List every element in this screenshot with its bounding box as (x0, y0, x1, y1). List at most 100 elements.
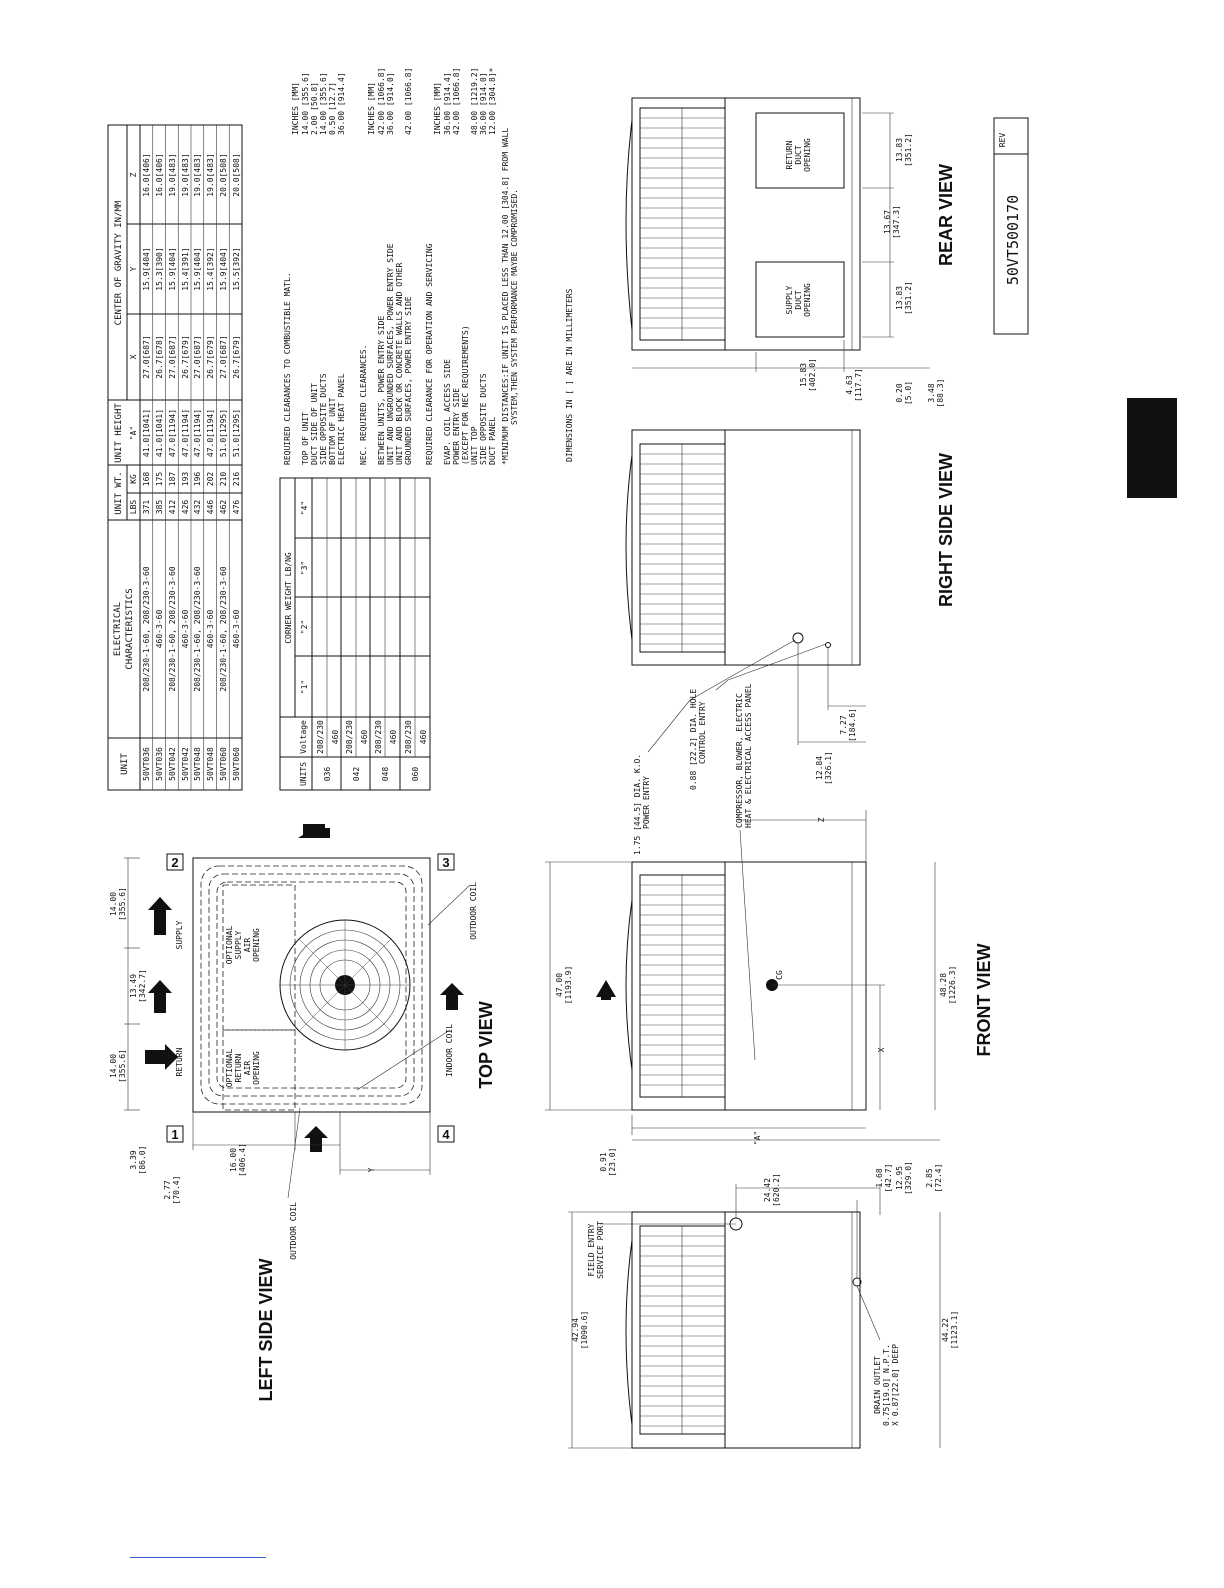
clearance-value: 14.00 [355.6] (319, 72, 328, 135)
cell: 19.0[483] (206, 153, 215, 196)
cell: 27.0[687] (193, 335, 202, 378)
label-line: SUPPLY (234, 930, 243, 959)
cell: 371 (142, 500, 151, 515)
label-line: OPTIONAL (225, 926, 234, 965)
dim-value: 0.20 (895, 383, 904, 402)
cell: 15.9[404] (193, 247, 202, 290)
clearance-title-3: REQUIRED CLEARANCE FOR OPERATION AND SER… (425, 243, 434, 465)
cell: 193 (181, 472, 190, 487)
return-arrow-icon (145, 1044, 178, 1070)
corner-badge-3 (437, 853, 455, 871)
corner-badge-2 (166, 853, 184, 871)
label-line: 0.75[19.0] N.P.T. (882, 1344, 891, 1426)
supply-label: SUPPLY (175, 920, 184, 949)
table-row: 50VT042 208/230-1-60, 208/230-3-60 412 1… (168, 153, 177, 781)
clearance-item: (EXCEPT FOR NEC REQUIREMENTS) (461, 325, 470, 465)
cell: 036 (323, 767, 332, 782)
label-line: OPTIONAL (225, 1049, 234, 1088)
label-line: AIR (243, 1061, 252, 1076)
left-side-view: 42.94 [1090.6] FIELD ENTRY SERVICE PORT … (568, 1161, 959, 1449)
label-line: RETURN (234, 1053, 243, 1082)
outdoor-coil-label-top: OUTDOOR COIL (469, 882, 478, 940)
cell: 47.0[1194] (181, 409, 190, 457)
label-line: DUCT (794, 290, 803, 309)
optional-supply-label: OPTIONAL SUPPLY AIR OPENING (225, 926, 261, 965)
cell: 41.0[1041] (155, 409, 164, 457)
cell: 51.0[1295] (232, 409, 241, 457)
table-row: 50VT036 460-3-60 385 175 41.0[1041] 26.7… (155, 153, 164, 781)
cell: 476 (232, 500, 241, 515)
dim-value: [406.4] (238, 1143, 247, 1177)
cell: 460 (389, 730, 398, 745)
clearance-item: EVAP. COIL ACCESS SIDE (443, 359, 452, 465)
cg-label: CG (775, 970, 784, 980)
top-view: 2 1 3 4 SUPPLY RETURN OPTIONAL SUPPLY AI… (109, 824, 478, 1260)
cell: 19.0[483] (168, 153, 177, 196)
dim-value: [88.3] (936, 379, 945, 408)
clearance-value: 42.00 [1066.8] (377, 68, 386, 135)
cell: 50VT042 (181, 747, 190, 781)
cell: 385 (155, 500, 164, 515)
table-row: 50VT036 208/230-1-60, 208/230-3-60 371 1… (142, 153, 151, 781)
label-line: OPENING (803, 138, 812, 172)
dim-value: 14.00 (109, 1054, 118, 1078)
drawing-number: 50VT500170 (1004, 195, 1022, 285)
airflow-arrow-icon (303, 824, 325, 838)
return-label: RETURN (175, 1047, 184, 1076)
dim-value: 4.63 (845, 375, 854, 394)
top-view-title: TOP VIEW (476, 1001, 496, 1088)
label-line: POWER ENTRY (642, 776, 651, 829)
left-side-view-title: LEFT SIDE VIEW (256, 1258, 276, 1401)
airflow-arrow-icon (440, 983, 464, 1010)
cell: 50VT060 (232, 747, 241, 781)
label-line: 0.88 [22.2] DIA. HOLE (689, 689, 698, 790)
cell: 460 (360, 730, 369, 745)
hdr-cg: CENTER OF GRAVITY IN/MM (114, 200, 124, 325)
cell: 15.3[390] (155, 247, 164, 290)
label-line: 1.75 [44.5] DIA. K.O. (633, 754, 642, 855)
cell: 175 (155, 472, 164, 487)
cell: 26.7[679] (181, 335, 190, 378)
cell: 20.0[508] (219, 153, 228, 196)
unit-data-table: UNIT ELECTRICAL CHARACTERISTICS UNIT WT.… (107, 124, 243, 791)
clearance-value: 36.00 [914.0] (479, 72, 488, 135)
clearance-value: 0.50 [12.7] (328, 82, 337, 135)
dim-value: [351.2] (904, 133, 913, 167)
clearance-value: 14.00 [355.6] (301, 72, 310, 135)
dim-value: 47.00 (555, 973, 564, 997)
footer-rule (130, 1557, 266, 1558)
dim-value: [347.3] (892, 205, 901, 239)
label-line: FIELD ENTRY (587, 1223, 596, 1276)
dim-value: 1.68 (875, 1168, 884, 1187)
hdr-kg: KG (129, 474, 138, 484)
cell: 26.7[679] (232, 335, 241, 378)
label-line: X 0.87[22.0] DEEP (891, 1344, 900, 1426)
clearance-value: 36.00 [914.0] (386, 72, 395, 135)
min-distance-note-2: SYSTEM,THEN SYSTEM PERFORMANCE MAYBE COM… (510, 189, 519, 425)
airflow-arrow-icon (596, 980, 616, 1000)
front-view-title: FRONT VIEW (974, 943, 994, 1056)
optional-return-opening (222, 1029, 296, 1111)
cell: 15.5[392] (232, 247, 241, 290)
clearance-item: POWER ENTRY SIDE (452, 388, 461, 465)
cell: 26.7[679] (206, 335, 215, 378)
cell: 15.9[404] (168, 247, 177, 290)
cell: 460-3-60 (232, 610, 241, 649)
dim-value: [184.6] (848, 708, 857, 742)
dimension-note: DIMENSIONS IN [ ] ARE IN MILLIMETERS (565, 288, 574, 462)
cell: 15.9[404] (142, 247, 151, 290)
table-row: 50VT048 460-3-60 446 202 47.0[1194] 26.7… (206, 153, 215, 781)
hdr-elec-2: CHARACTERISTICS (125, 588, 135, 669)
cell: 210 (219, 472, 228, 487)
hdr-lbs: LBS (129, 500, 138, 515)
dim-value: 13.83 (895, 138, 904, 162)
right-side-view-title: RIGHT SIDE VIEW (936, 453, 956, 607)
cell: 042 (352, 767, 361, 782)
cell: 208/230-1-60, 208/230-3-60 (219, 566, 228, 691)
dim-value: [1226.3] (948, 966, 957, 1005)
cell: 426 (181, 500, 190, 515)
dim-value: 13.49 (129, 974, 138, 998)
coil-grille (639, 107, 726, 341)
clearance-item: ELECTRIC HEAT PANEL (337, 373, 346, 465)
rear-view: RETURN DUCT OPENING SUPPLY DUCT OPENING … (625, 97, 945, 408)
